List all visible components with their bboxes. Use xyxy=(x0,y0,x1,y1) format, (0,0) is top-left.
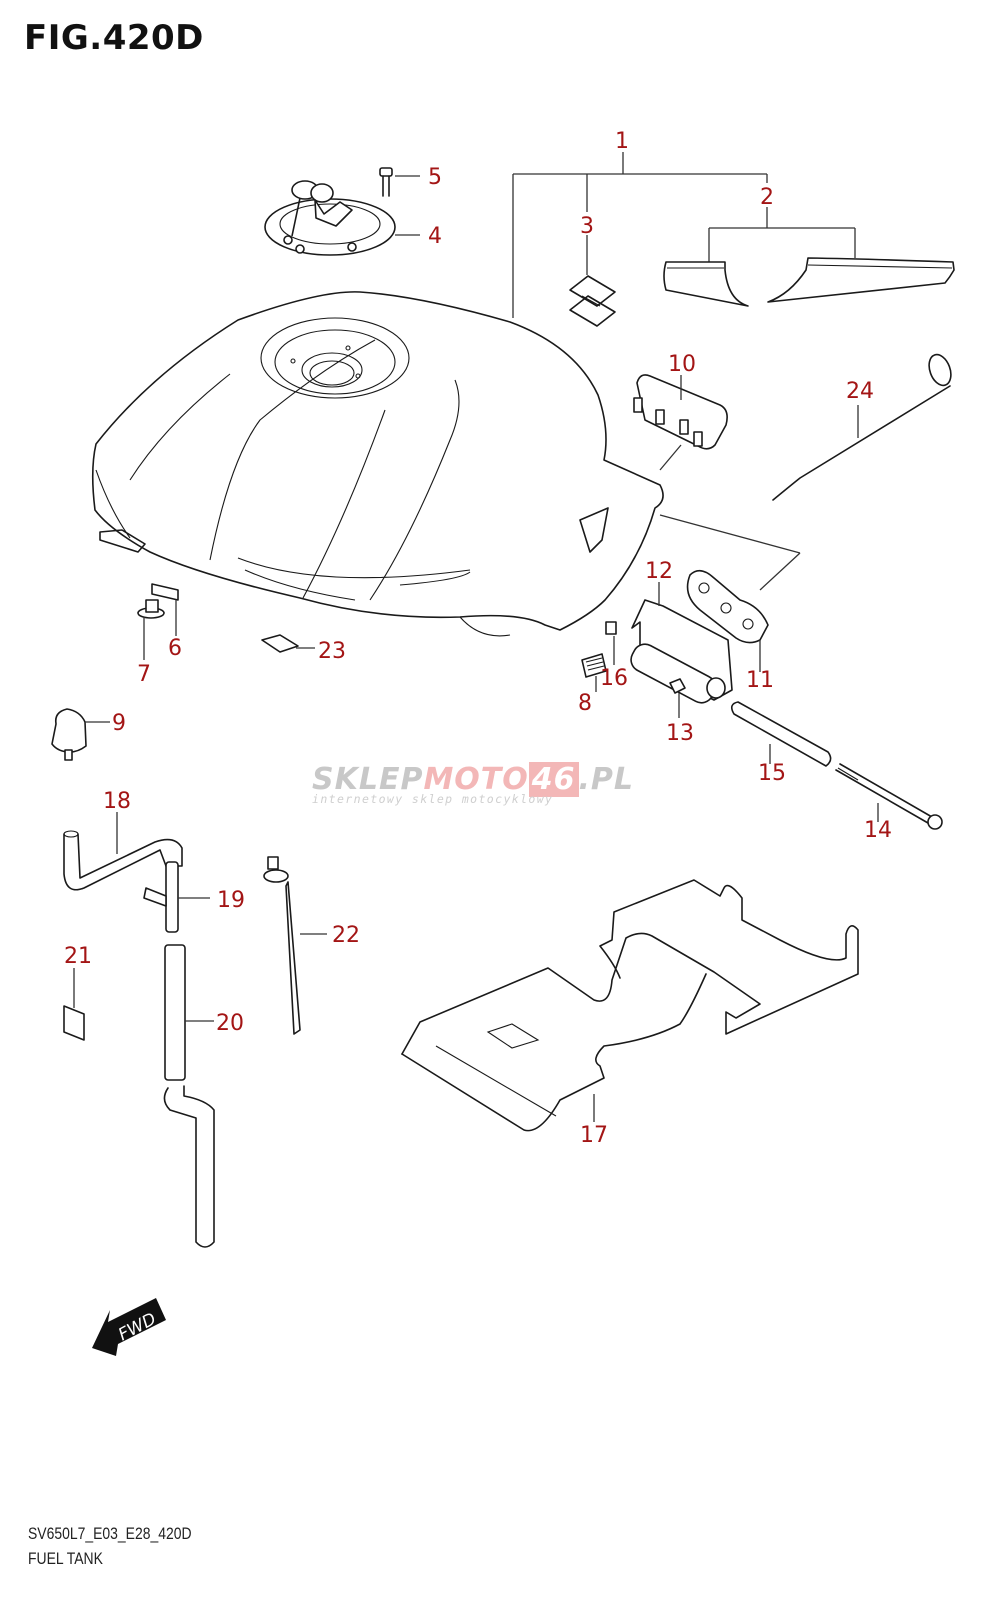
assembly-line xyxy=(659,514,801,554)
front-bracket xyxy=(633,374,728,471)
watermark-part-pl: .PL xyxy=(578,762,635,797)
callout-11[interactable]: 11 xyxy=(746,668,774,693)
suzuki-emblem xyxy=(569,275,616,327)
watermark-part-moto: MOTO xyxy=(423,762,529,797)
cap-bolt xyxy=(379,167,420,197)
callout-17[interactable]: 17 xyxy=(580,1123,608,1148)
callout-16[interactable]: 16 xyxy=(600,666,628,691)
callout-13[interactable]: 13 xyxy=(666,721,694,746)
nut xyxy=(669,678,686,694)
watermark-subtitle: internetowy sklep motocyklowy xyxy=(312,792,554,806)
callout-24[interactable]: 24 xyxy=(846,379,874,404)
callout-19[interactable]: 19 xyxy=(217,888,245,913)
hinge-bracket xyxy=(686,569,769,672)
callout-12[interactable]: 12 xyxy=(645,559,673,584)
callout-21[interactable]: 21 xyxy=(64,944,92,969)
callout-2[interactable]: 2 xyxy=(760,185,774,210)
fuel-tank xyxy=(91,291,664,637)
callout-14[interactable]: 14 xyxy=(864,818,892,843)
forward-marker: FWD xyxy=(92,1298,166,1356)
pad xyxy=(63,968,85,1041)
callout-5[interactable]: 5 xyxy=(428,165,442,190)
fuel-cap xyxy=(264,180,420,256)
side-cover-left xyxy=(663,261,749,307)
label-plate xyxy=(581,653,607,692)
callout-7[interactable]: 7 xyxy=(137,662,151,687)
callout-15[interactable]: 15 xyxy=(758,761,786,786)
callout-18[interactable]: 18 xyxy=(103,789,131,814)
drain-hose xyxy=(163,944,215,1248)
watermark-part-46: 46 xyxy=(528,762,579,797)
callout-9[interactable]: 9 xyxy=(112,711,126,736)
callout-20[interactable]: 20 xyxy=(216,1011,244,1036)
callout-22[interactable]: 22 xyxy=(332,923,360,948)
spacer-tube xyxy=(730,701,832,767)
callout-10[interactable]: 10 xyxy=(668,352,696,377)
support-rod xyxy=(772,353,952,501)
three-way-joint xyxy=(143,861,210,933)
callout-8[interactable]: 8 xyxy=(578,691,592,716)
callout-23[interactable]: 23 xyxy=(318,639,346,664)
cushion xyxy=(151,583,179,636)
model-code: SV650L7_E03_E28_420D xyxy=(28,1524,192,1543)
figure-title: FIG.420D xyxy=(24,18,204,58)
breather-hose xyxy=(63,812,183,891)
callout-1[interactable]: 1 xyxy=(615,129,629,154)
leader-1 xyxy=(512,152,856,318)
caution-label xyxy=(261,634,299,653)
callout-4[interactable]: 4 xyxy=(428,224,442,249)
heat-shield xyxy=(401,879,859,1132)
hinge-bolt xyxy=(835,763,943,830)
side-cover-right xyxy=(767,257,955,303)
clamp-tie xyxy=(263,856,327,1035)
cushion-rubber xyxy=(51,708,110,761)
clip-nut xyxy=(605,621,617,635)
callout-3[interactable]: 3 xyxy=(580,214,594,239)
callout-6[interactable]: 6 xyxy=(168,636,182,661)
figure-name: FUEL TANK xyxy=(28,1549,103,1568)
assembly-line xyxy=(759,552,801,591)
tank-mount-collar xyxy=(137,599,165,660)
watermark-part-sklep: SKLEP xyxy=(312,762,424,797)
